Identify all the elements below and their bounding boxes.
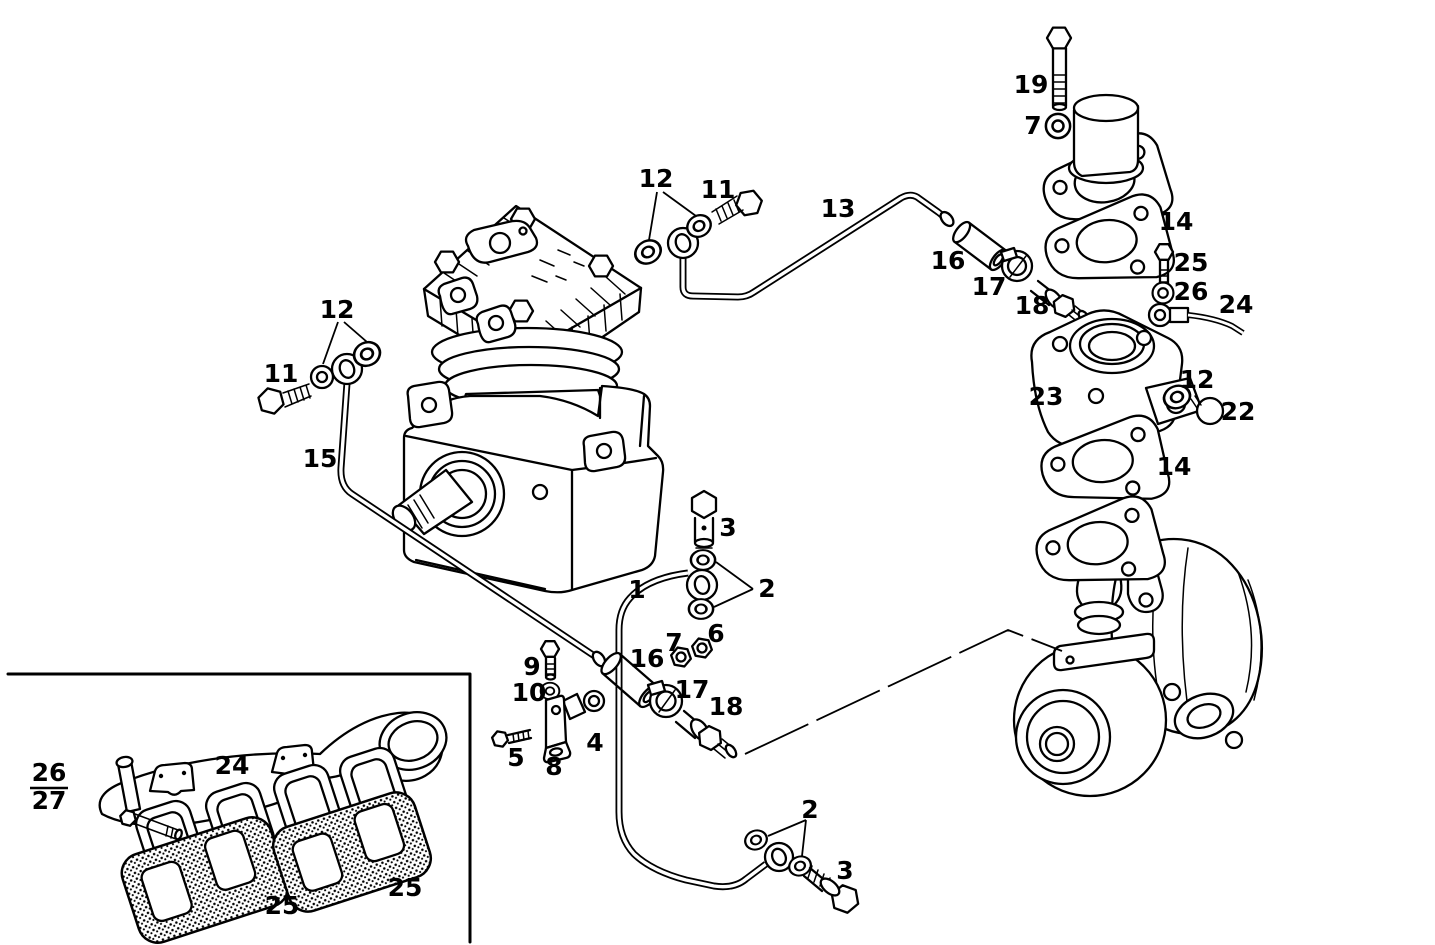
callout-9: 9 (523, 652, 540, 681)
callout-24-inset: 24 (215, 751, 250, 780)
callout-10: 10 (512, 678, 547, 707)
callout-3-bottom: 3 (836, 856, 853, 885)
hose-clamp-lower (646, 679, 684, 719)
leader-lines (30, 191, 1063, 857)
callout-7-top: 7 (1024, 111, 1041, 140)
banjo-eye-mid (685, 568, 719, 602)
delivery-pipe-upper (679, 191, 955, 301)
callout-8: 8 (545, 752, 562, 781)
callout-19: 19 (1014, 70, 1049, 99)
callout-25-inset-left: 25 (265, 891, 300, 920)
callout-24-right: 24 (1219, 290, 1254, 319)
banjo-bolt-bottom (802, 865, 860, 914)
screw-plug-22 (1190, 395, 1225, 426)
water-pump (1012, 492, 1263, 798)
bracket-bolt-5 (490, 728, 533, 748)
callout-7-mid: 7 (665, 628, 682, 657)
head-ears (437, 276, 517, 344)
flange-mounting-bolt-19 (1045, 26, 1073, 112)
callout-4: 4 (586, 728, 603, 757)
head-bracket (464, 219, 539, 264)
callout-14-mid: 14 (1157, 452, 1192, 481)
callout-17-mid: 17 (675, 675, 710, 704)
sensor-lead-24 (1147, 302, 1245, 336)
hose-clamp-upper (999, 246, 1034, 283)
pump-port-flange (1173, 692, 1235, 740)
callout-11-left: 11 (264, 359, 299, 388)
callout-14-top: 14 (1159, 207, 1194, 236)
support-bracket-8 (542, 694, 572, 764)
callout-13: 13 (821, 194, 856, 223)
callout-26-inset: 26 (32, 758, 67, 787)
callout-16-mid: 16 (630, 644, 665, 673)
callout-17-top: 17 (972, 272, 1007, 301)
seal-washer (689, 548, 717, 572)
callout-25-right: 25 (1174, 248, 1209, 277)
callout-12-right: 12 (1180, 365, 1215, 394)
crankshaft (397, 468, 474, 536)
callout-27-inset: 27 (32, 786, 67, 815)
callout-16-top: 16 (931, 246, 966, 275)
alternative-fixing-bolt (119, 809, 183, 841)
callout-23: 23 (1029, 382, 1064, 411)
callout-11-top: 11 (701, 175, 736, 204)
callout-26-right: 26 (1174, 277, 1209, 306)
union-fitting-lower (674, 709, 738, 759)
callout-12-left: 12 (320, 295, 355, 324)
banjo-union-left (257, 336, 386, 415)
callout-3-mid: 3 (719, 513, 736, 542)
washer-7-top (1044, 112, 1072, 140)
callout-2-mid: 2 (758, 574, 775, 603)
banjo-union-upper (629, 189, 763, 270)
callout-2-bottom: 2 (801, 795, 818, 824)
seal-washer (687, 597, 715, 621)
pipe-clamp-4 (561, 689, 606, 721)
callout-25-inset-right: 25 (388, 873, 423, 902)
suction-pipe (337, 382, 607, 668)
banjo-union-bottom (741, 826, 860, 914)
callout-6: 6 (707, 619, 724, 648)
callout-1: 1 (628, 575, 645, 604)
pressure-pipe (615, 569, 769, 891)
adapter-housing-23 (1030, 309, 1204, 492)
manifold-gasket-right (271, 791, 433, 913)
outlet-elbow (1036, 93, 1176, 232)
air-compressor (391, 204, 665, 594)
manifold-gasket-left (120, 816, 290, 944)
banjo-bolt-left (257, 383, 312, 415)
banjo-bolt-upper (711, 189, 763, 225)
callout-22: 22 (1221, 397, 1256, 426)
head-bolts (433, 207, 615, 323)
callout-18-mid: 18 (709, 692, 744, 721)
callout-12-top: 12 (639, 164, 674, 193)
callout-18-top: 18 (1015, 291, 1050, 320)
clamp-bolt-9 (539, 640, 561, 681)
callout-labels: 19 7 14 25 26 24 12 22 23 14 13 12 11 16… (32, 70, 1256, 920)
callout-15: 15 (303, 444, 338, 473)
spring-washer-26 (1151, 281, 1175, 305)
inset-box (6, 672, 472, 944)
callout-5: 5 (507, 743, 524, 772)
